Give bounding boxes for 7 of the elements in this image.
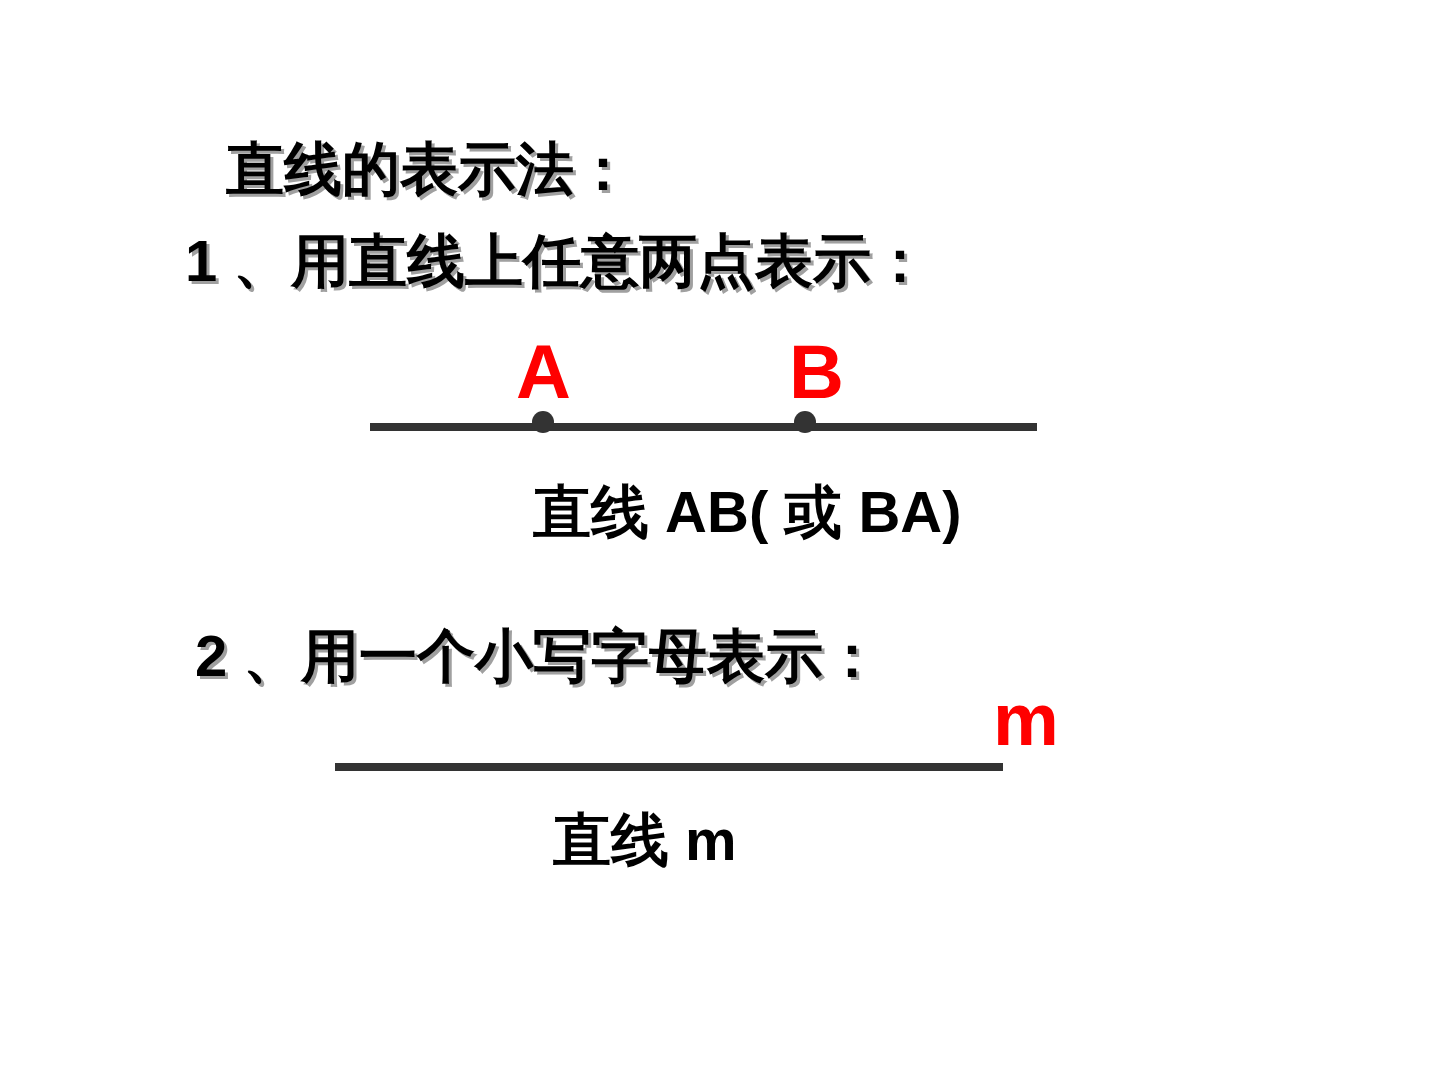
heading: 直线的表示法： [226,140,632,198]
point-label: A [516,334,571,410]
line-caption: 直线 m [553,811,737,869]
line-label: m [993,683,1059,757]
subheading: 1 、用直线上任意两点表示： [185,232,930,290]
point-label: B [789,334,844,410]
subheading: 2 、用一个小写字母表示： [195,627,882,685]
